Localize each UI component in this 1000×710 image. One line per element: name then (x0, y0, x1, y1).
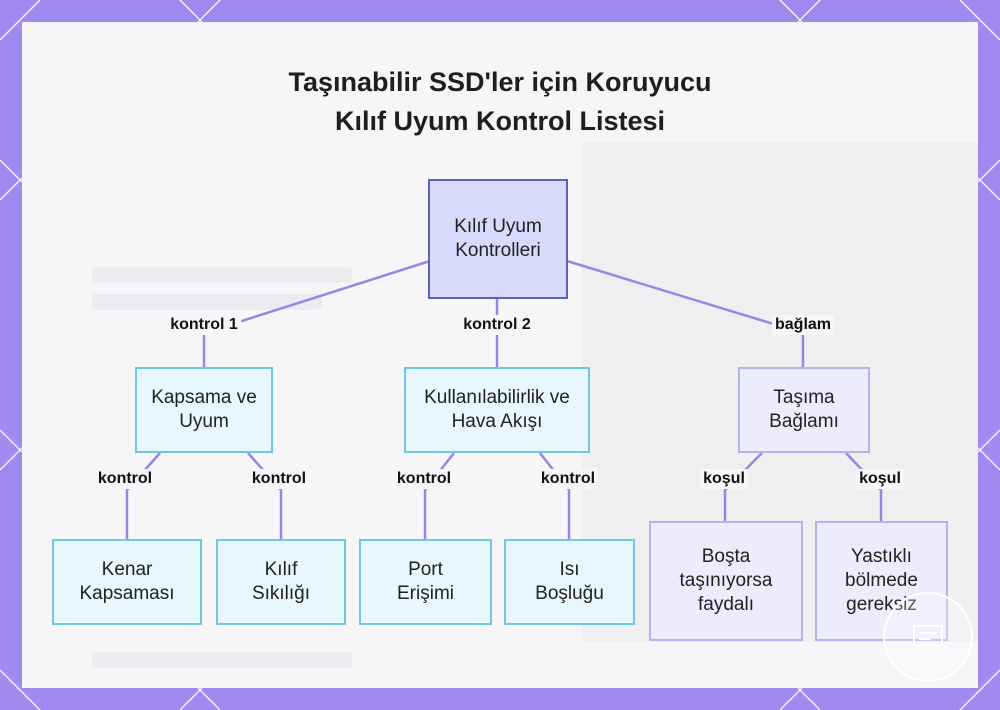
node-carry-context: Taşıma Bağlamı (738, 367, 870, 453)
background-blur-block (92, 294, 322, 310)
edge-usability-heat (539, 452, 571, 539)
node-loose-carry-benefit: Boşta taşınıyorsa faydalı (649, 521, 803, 641)
node-case-tightness: Kılıf Sıkılığı (216, 539, 346, 625)
edge-root-context (566, 259, 805, 367)
edge-label-check-2: kontrol 2 (460, 315, 534, 335)
diagram-title-line-2: Kılıf Uyum Kontrol Listesi (334, 106, 666, 136)
watermark-logo-icon (883, 592, 973, 682)
edge-label-coverage-check-b: kontrol (248, 469, 310, 489)
edge-label-check-1: kontrol 1 (167, 315, 241, 335)
edge-context-padded (845, 452, 883, 521)
background-blur-block (92, 652, 352, 668)
node-coverage-fit: Kapsama ve Uyum (135, 367, 273, 453)
edge-label-condition-a: koşul (700, 469, 748, 489)
edge-label-condition-b: koşul (856, 469, 904, 489)
node-usability-airflow: Kullanılabilirlik ve Hava Akışı (404, 367, 590, 453)
node-edge-coverage: Kenar Kapsaması (52, 539, 202, 625)
edge-label-context: bağlam (771, 315, 835, 335)
diagram-title-line-1: Taşınabilir SSD'ler için Koruyucu (288, 67, 712, 97)
node-padded-compartment: Yastıklı bölmede gereksiz (815, 521, 948, 641)
edge-usability-port (423, 452, 455, 539)
edge-context-loose (723, 452, 763, 521)
node-port-access: Port Erişimi (359, 539, 492, 625)
edge-label-usability-check-a: kontrol (393, 469, 455, 489)
edge-root-coverage (202, 259, 431, 367)
node-heat-gap: Isı Boşluğu (504, 539, 635, 625)
edge-coverage-edge (125, 452, 161, 539)
edge-coverage-tightness (247, 452, 283, 539)
edge-label-usability-check-b: kontrol (537, 469, 599, 489)
edge-label-coverage-check-a: kontrol (94, 469, 156, 489)
node-root-case-checks: Kılıf Uyum Kontrolleri (428, 179, 568, 299)
background-blur-block (92, 267, 352, 283)
